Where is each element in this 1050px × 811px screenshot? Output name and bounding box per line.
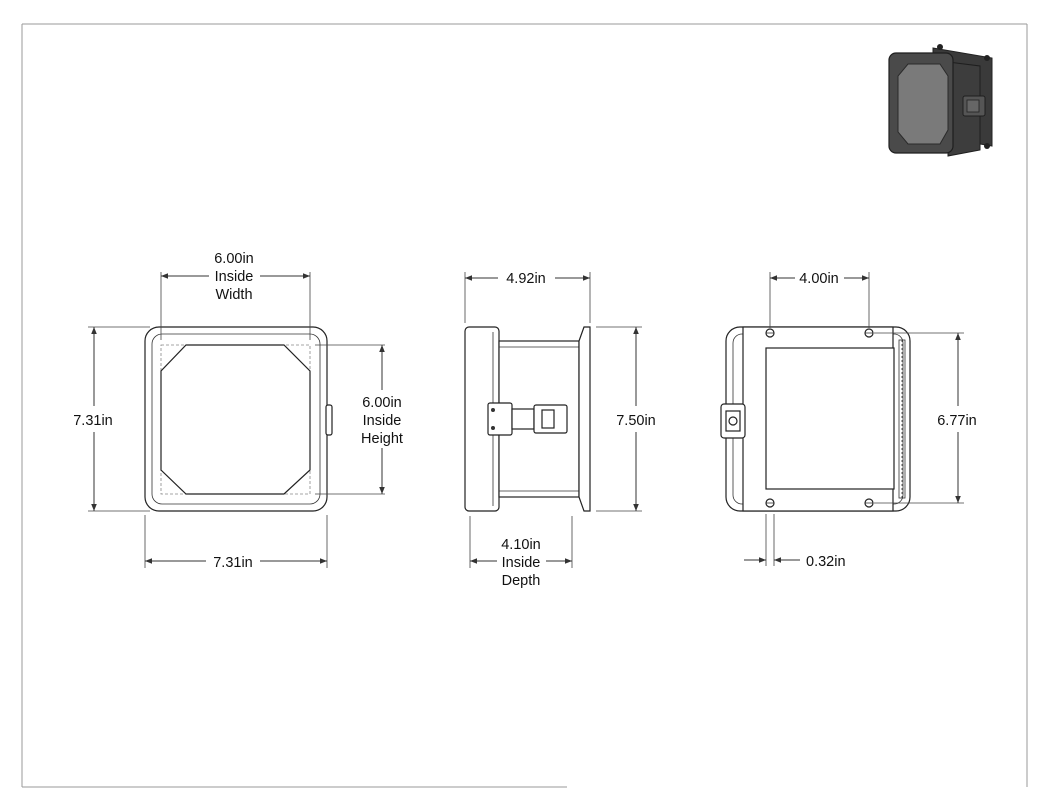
dim-front-inside-height: 6.00in Inside Height (361, 395, 403, 447)
dim-label-line: Depth (502, 573, 541, 589)
dim-label-line: Inside (215, 269, 254, 285)
dim-rear-flange-offset: 0.32in (806, 554, 846, 570)
dim-label-line: Inside (363, 413, 402, 429)
dim-front-overall-width: 7.31in (213, 555, 253, 571)
dim-label-line: Height (361, 431, 403, 447)
dim-label-line: Width (215, 287, 252, 303)
dim-label-line: 6.00in (362, 395, 402, 411)
dim-side-overall-depth: 4.92in (506, 271, 546, 287)
dim-rear-mounting-height: 6.77in (937, 413, 977, 429)
dim-side-overall-height: 7.50in (616, 413, 656, 429)
dim-rear-mounting-width: 4.00in (799, 271, 839, 287)
dim-label-line: 4.10in (501, 537, 541, 553)
rear-view (720, 272, 964, 566)
dim-front-overall-height: 7.31in (73, 413, 113, 429)
isometric-view (888, 44, 993, 157)
sheet-border (21, 23, 1028, 788)
dim-front-inside-width: 6.00in Inside Width (214, 251, 254, 303)
front-view (88, 272, 385, 568)
side-view (464, 272, 642, 568)
dim-side-inside-depth: 4.10in Inside Depth (501, 537, 541, 589)
dim-label-line: 6.00in (214, 251, 254, 267)
dim-label-line: Inside (502, 555, 541, 571)
